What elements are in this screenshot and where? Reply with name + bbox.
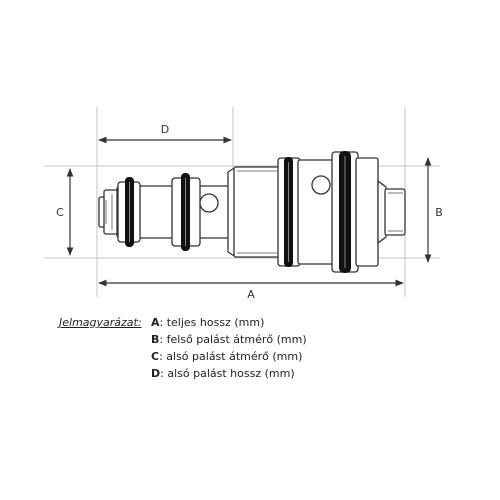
- dimension-label-d: D: [161, 123, 169, 136]
- dimension-arrows: [66, 136, 432, 287]
- port-upper: [311, 175, 331, 195]
- legend-item-d: D: alsó palást hossz (mm): [151, 367, 295, 380]
- valve-body: [98, 151, 406, 273]
- dimension-label-b: B: [435, 206, 443, 219]
- port-lower: [199, 193, 219, 213]
- legend-key-b: B: [151, 333, 160, 346]
- legend-text-c: alsó palást átmérő (mm): [166, 350, 303, 363]
- legend-text-b: felső palást átmérő (mm): [166, 333, 307, 346]
- right-cap: [384, 188, 406, 236]
- legend-list: A: teljes hossz (mm) B: felső palást átm…: [151, 314, 307, 382]
- legend-key-a: A: [151, 316, 160, 329]
- legend-item-b: B: felső palást átmérő (mm): [151, 333, 307, 346]
- legend-title: Jelmagyarázat:: [59, 316, 142, 329]
- legend-key-d: D: [151, 367, 161, 380]
- legend-item-c: C: alsó palást átmérő (mm): [151, 350, 303, 363]
- legend-key-c: C: [151, 350, 160, 363]
- legend-text-d: alsó palást hossz (mm): [167, 367, 295, 380]
- upper-body: [233, 166, 281, 258]
- dimension-label-a: A: [247, 288, 255, 301]
- legend-item-a: A: teljes hossz (mm): [151, 316, 265, 329]
- legend-text-a: teljes hossz (mm): [166, 316, 265, 329]
- dimension-label-c: C: [56, 206, 64, 219]
